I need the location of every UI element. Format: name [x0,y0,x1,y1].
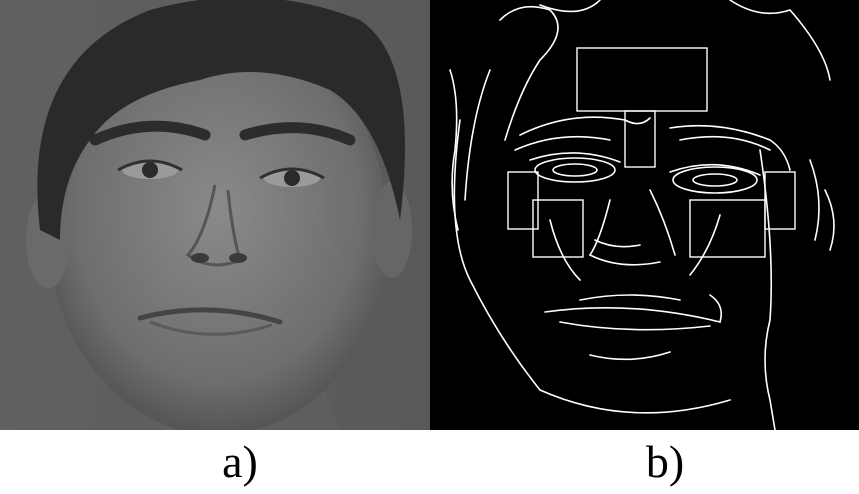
left-cheek-box [532,199,584,258]
edge-lines [449,0,835,430]
edge-map-panel [430,0,859,430]
face-photo-image [0,0,430,430]
hair [37,0,405,240]
caption-a: a) [222,436,258,487]
feature-rectangles [507,47,796,258]
brow-center-box [624,110,656,168]
face-photo-panel [0,0,430,430]
edge-map-image [430,0,859,430]
caption-b: b) [645,436,685,487]
right-temple-box [764,171,796,230]
